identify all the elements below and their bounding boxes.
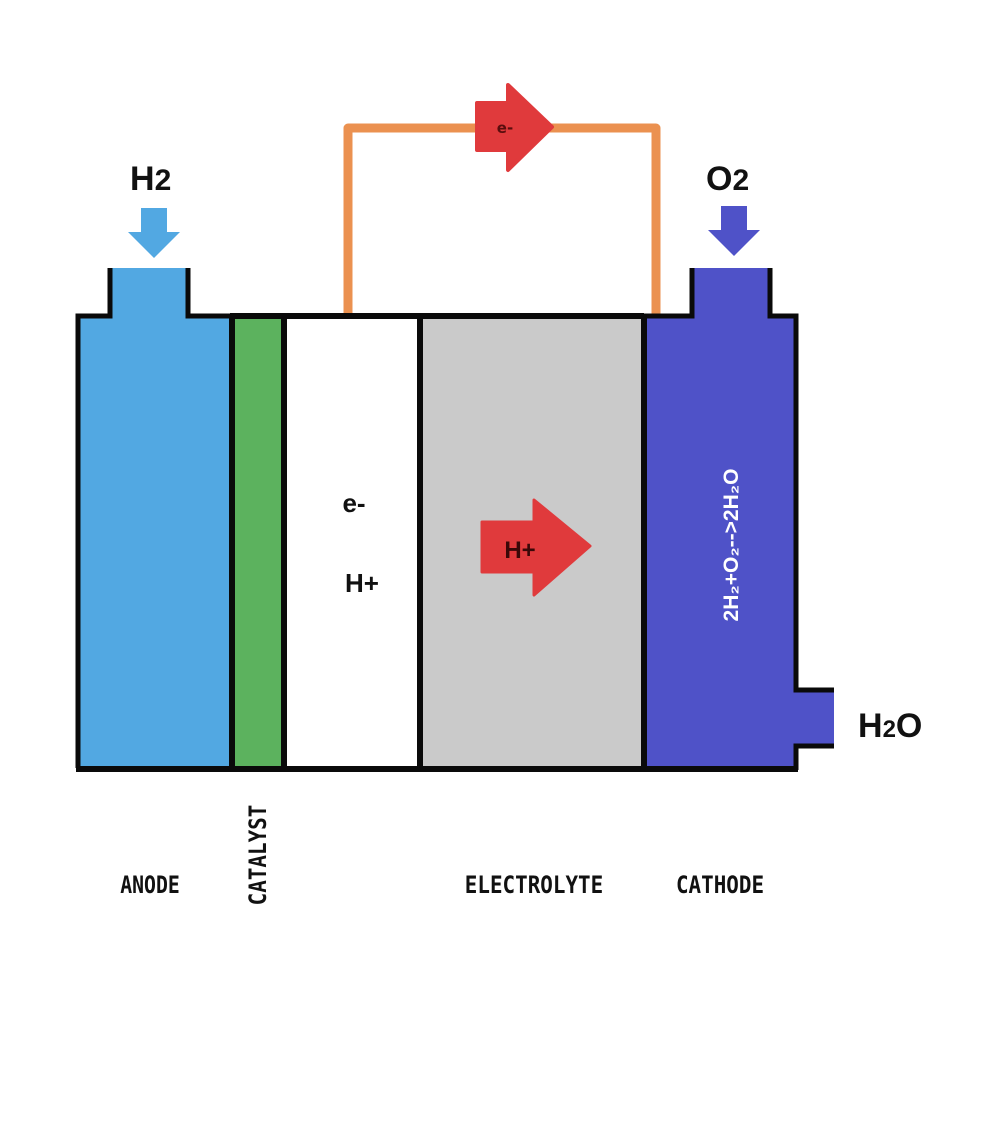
hydrogen-label-sub: 2 — [155, 164, 172, 197]
membrane — [284, 316, 420, 768]
hydrogen-label-main: H — [130, 160, 155, 198]
anode-outline — [75, 268, 232, 768]
hydrogen-label: H2 — [130, 160, 171, 198]
membrane-proton-label: H+ — [345, 568, 379, 598]
caption-catalyst: CATALYST — [245, 805, 273, 906]
proton-arrow-label: H+ — [504, 537, 535, 564]
cathode-reaction: 2H₂+O₂-->2H₂O — [720, 469, 743, 622]
water-label-end: O — [896, 707, 922, 745]
proton-flow-arrow: H+ — [480, 498, 592, 597]
oxygen-label: O2 — [706, 160, 749, 198]
oxygen-inlet-arrow-icon — [708, 206, 760, 256]
caption-electrolyte: ELECTROLYTE — [465, 872, 603, 900]
water-output-label: H2O — [858, 707, 922, 745]
electron-arrow-label: e- — [497, 119, 513, 137]
catalyst — [232, 316, 284, 768]
electron-flow-arrow: e- — [475, 83, 554, 172]
oxygen-label-main: O — [706, 160, 732, 198]
hydrogen-inlet-arrow-icon — [128, 208, 180, 258]
membrane-electron-label: e- — [342, 488, 365, 518]
oxygen-label-sub: 2 — [732, 164, 749, 197]
caption-anode: ANODE — [120, 871, 180, 899]
right-arrow-icon — [480, 498, 592, 597]
external-circuit-wire — [343, 123, 661, 321]
water-label-sub: 2 — [883, 716, 896, 743]
right-arrow-icon — [475, 83, 554, 172]
cathode — [644, 268, 834, 768]
cathode-outline — [644, 268, 834, 770]
caption-cathode: CATHODE — [676, 872, 764, 900]
anode — [78, 268, 232, 768]
water-label-main: H — [858, 707, 883, 745]
